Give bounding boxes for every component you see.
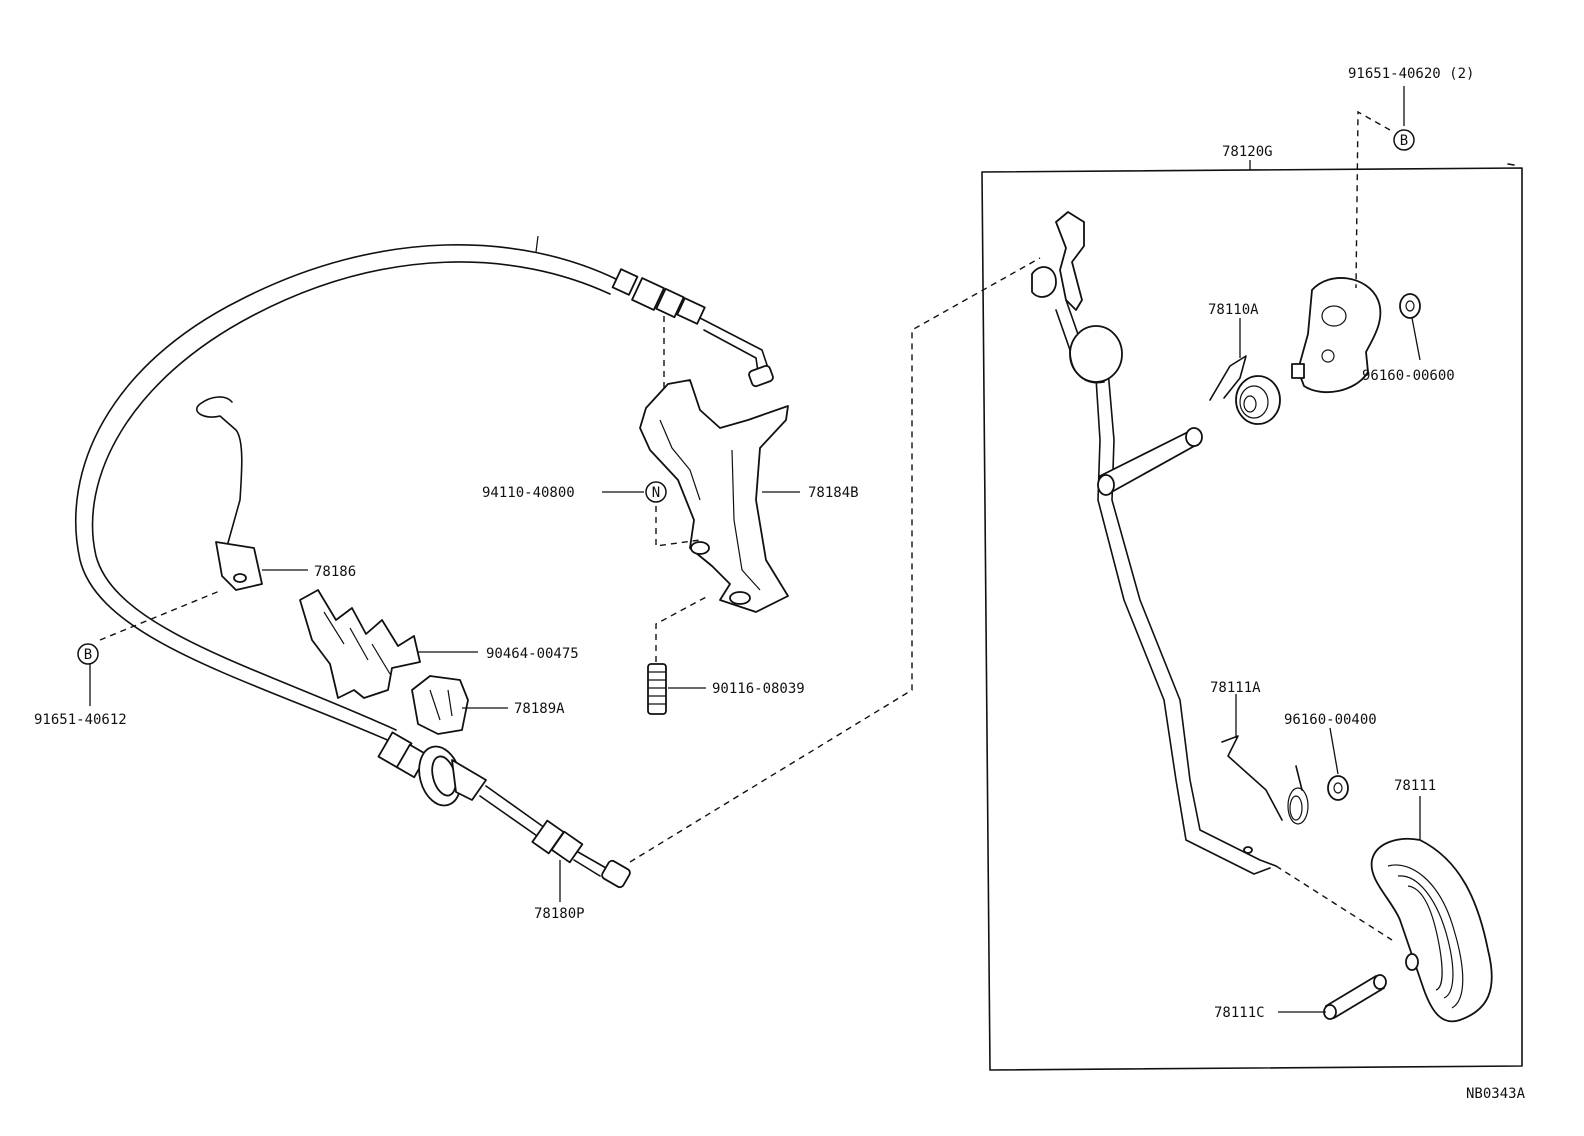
pedal-support-plate (1291, 277, 1382, 394)
spring-78111A (1221, 735, 1309, 825)
label-78180P: 78180P (534, 906, 585, 922)
leader-96160-00400 (1329, 727, 1339, 775)
clip-96160-00400 (1327, 775, 1349, 801)
clip-96160-00600 (1399, 293, 1421, 319)
label-96160-00400: 96160-00400 (1284, 712, 1377, 728)
label-78111A: 78111A (1210, 680, 1261, 696)
pin-78111C (1323, 974, 1387, 1020)
svg-text:N: N (652, 485, 660, 501)
marker-n: N (645, 481, 667, 503)
marker-b-top: B (1393, 129, 1415, 151)
label-78111: 78111 (1394, 778, 1436, 794)
marker-b-left: B (77, 643, 99, 665)
label-78110A: 78110A (1208, 302, 1259, 318)
label-96160-00600: 96160-00600 (1362, 368, 1455, 384)
svg-text:B: B (84, 647, 92, 663)
label-90116-08039: 90116-08039 (712, 681, 805, 697)
label-78184B: 78184B (808, 485, 859, 501)
dash-bolt-n (655, 506, 701, 547)
label-94110-40800: 94110-40800 (482, 485, 575, 501)
svg-text:B: B (1400, 133, 1408, 149)
pedal-pad-78111 (1370, 838, 1493, 1023)
dash-pad (1275, 865, 1393, 941)
bracket-78184B (639, 379, 789, 613)
clamp-90464-00475 (299, 589, 421, 699)
label-91651-40612: 91651-40612 (34, 712, 127, 728)
spring-78110A (1209, 355, 1281, 425)
pedal-lever (1031, 211, 1277, 875)
label-90464-00475: 90464-00475 (486, 646, 579, 662)
accelerator-cable (75, 235, 774, 889)
clamp-78186 (196, 396, 263, 591)
assembly-frame (981, 167, 1523, 1071)
label-91651-40620: 91651-40620 (2) (1348, 66, 1474, 82)
dash-bolt-90116 (655, 595, 709, 662)
dash-b-top (1355, 110, 1391, 289)
assembly-frame-tick (1507, 163, 1515, 166)
leader-96160-00600 (1411, 317, 1421, 361)
clip-78189A (411, 675, 469, 735)
label-78186: 78186 (314, 564, 356, 580)
label-78120G: 78120G (1222, 144, 1273, 160)
label-78189A: 78189A (514, 701, 565, 717)
dash-cable-to-pedal (629, 257, 1041, 863)
label-78111C: 78111C (1214, 1005, 1265, 1021)
bolt-90116-08039 (647, 663, 667, 715)
diagram-code: NB0343A (1466, 1086, 1526, 1102)
pivot-shaft (1097, 427, 1203, 496)
